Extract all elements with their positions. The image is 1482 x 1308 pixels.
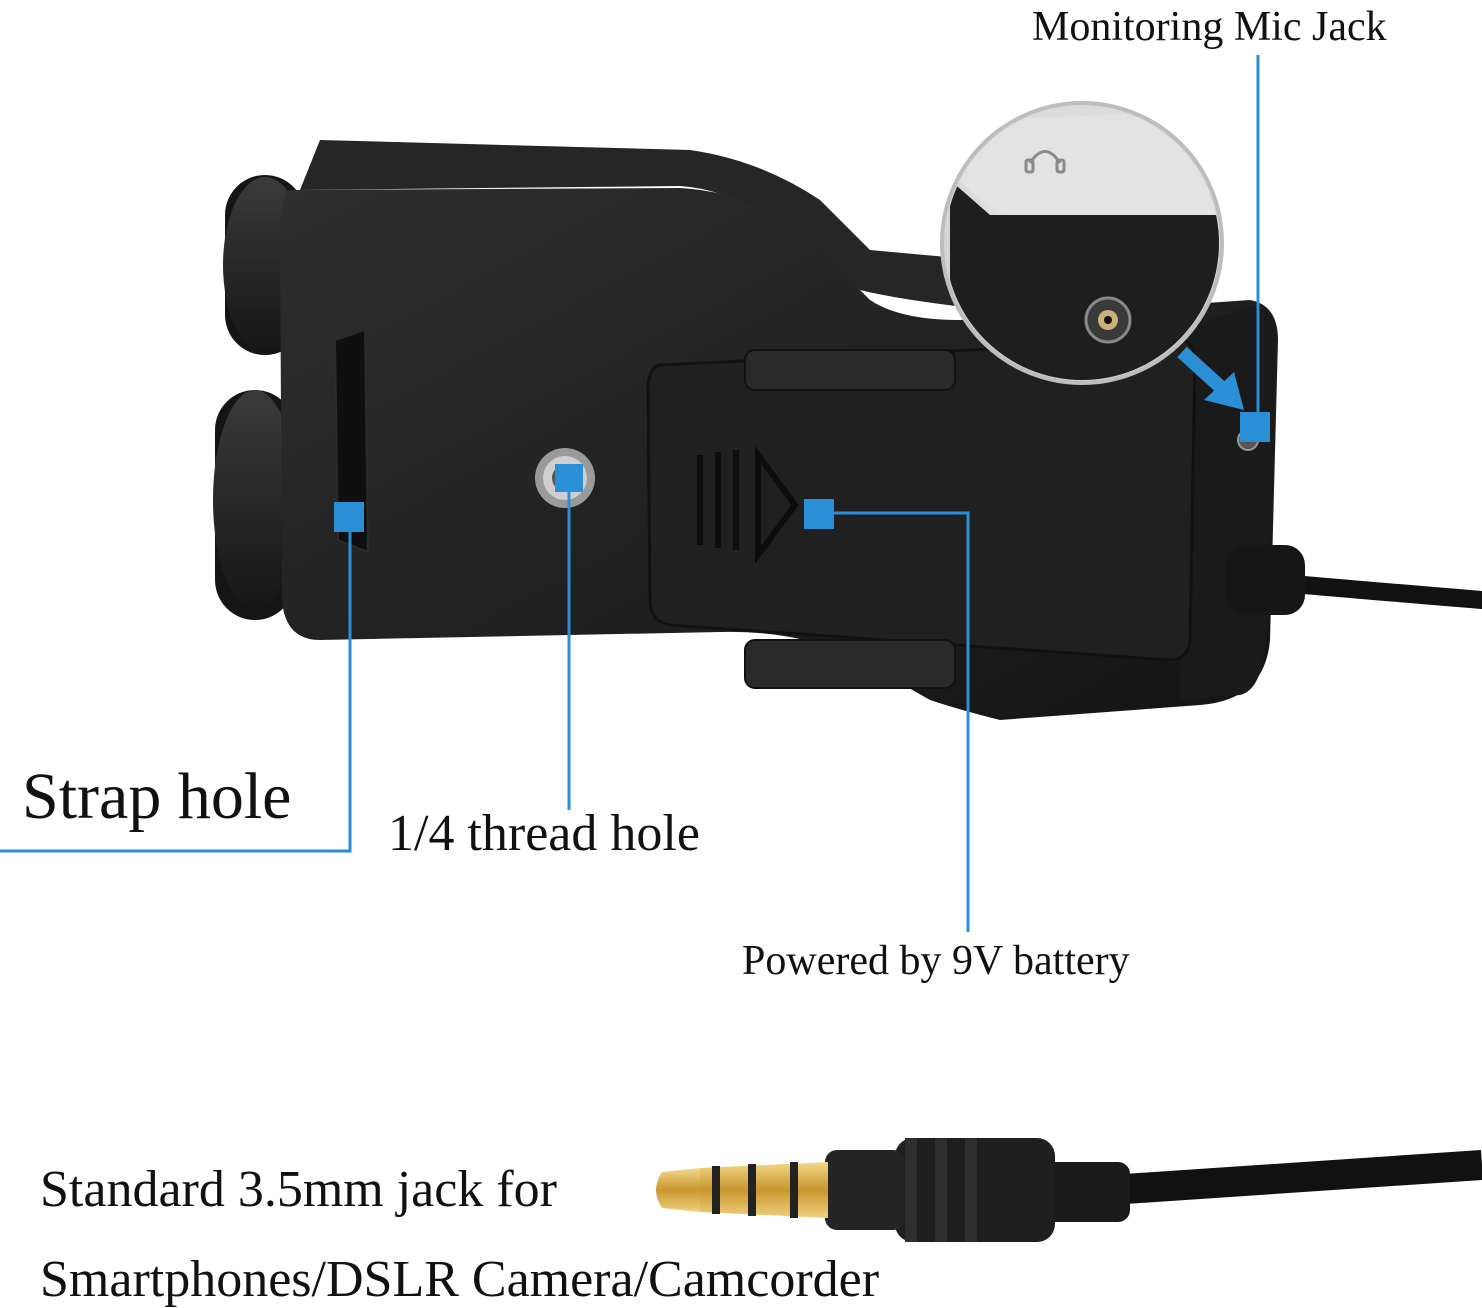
headphone-icon	[1024, 150, 1066, 174]
marker-battery	[804, 499, 834, 529]
label-jack-line-1: Standard 3.5mm jack for	[40, 1161, 557, 1218]
zoom-inset	[940, 101, 1224, 385]
arrow-icon	[1177, 346, 1244, 410]
marker-strap-hole	[334, 502, 364, 532]
battery-arrow-icon	[697, 445, 799, 565]
strap-hole	[333, 328, 370, 554]
xlr-input-bottom	[213, 390, 297, 620]
callout-markers	[334, 412, 1270, 532]
label-battery: Powered by 9V battery	[742, 938, 1130, 984]
callout-lines	[0, 55, 1260, 932]
marker-thread-hole	[555, 464, 583, 492]
label-jack-line-2: Smartphones/DSLR Camera/Camcorder	[40, 1251, 880, 1308]
label-thread-hole: 1/4 thread hole	[388, 805, 700, 862]
marker-mic-jack	[1240, 412, 1270, 442]
label-strap-hole: Strap hole	[22, 760, 292, 833]
battery-door	[646, 338, 1197, 662]
label-monitoring-mic-jack: Monitoring Mic Jack	[1032, 4, 1387, 50]
trrs-plug	[656, 1138, 1482, 1242]
audio-adapter-device	[213, 140, 1482, 720]
